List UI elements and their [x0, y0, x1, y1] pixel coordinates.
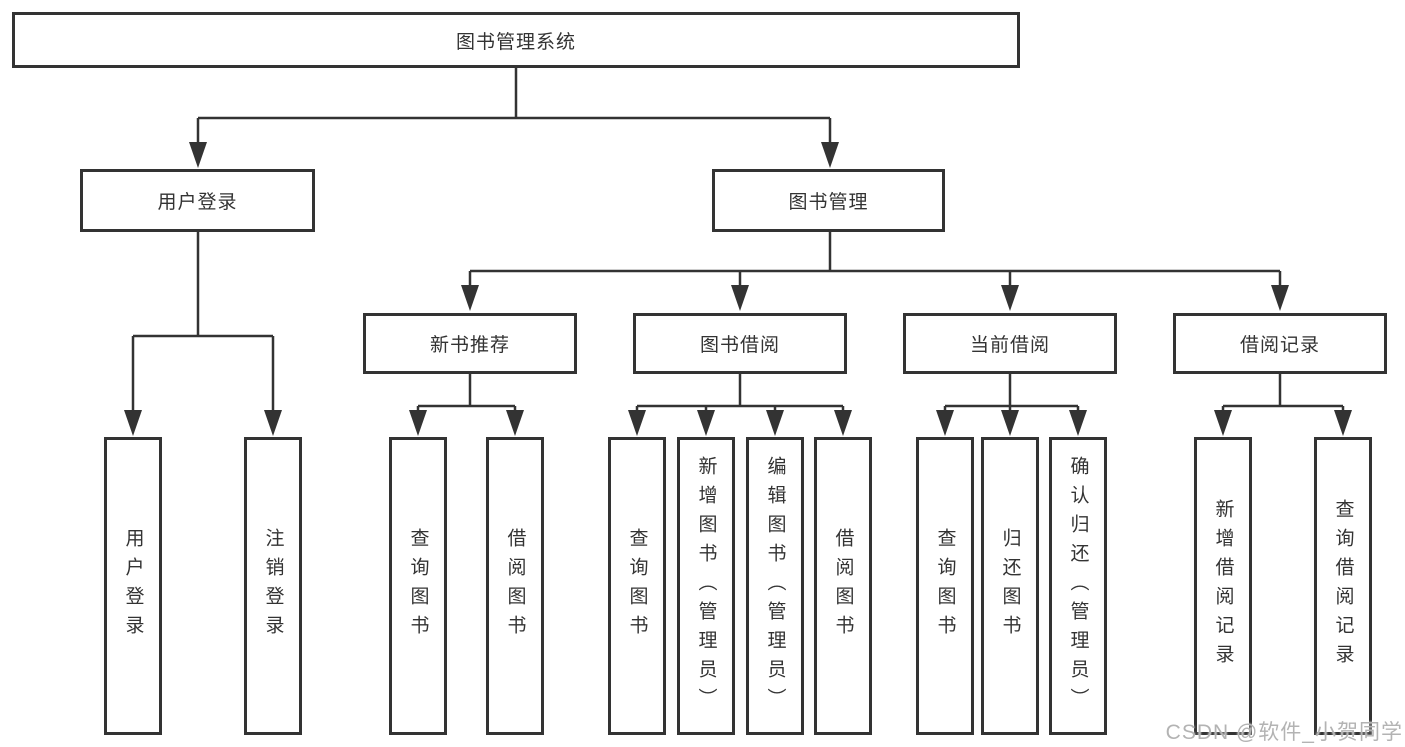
- node-leaf-query-books-recommend-label: 查询图书: [407, 528, 429, 644]
- node-leaf-add-borrow-record-label: 新增借阅记录: [1212, 499, 1234, 673]
- node-new-book-recommendation: 新书推荐: [363, 313, 577, 374]
- node-leaf-return-books: 归还图书: [981, 437, 1039, 735]
- node-leaf-user-login: 用户登录: [104, 437, 162, 735]
- node-leaf-borrow-books-recommend: 借阅图书: [486, 437, 544, 735]
- node-leaf-confirm-return-admin: 确认归还（管理员）: [1049, 437, 1107, 735]
- node-leaf-logout-label: 注销登录: [262, 528, 284, 644]
- node-leaf-edit-books-admin: 编辑图书（管理员）: [746, 437, 804, 735]
- node-borrowing-records: 借阅记录: [1173, 313, 1387, 374]
- node-leaf-query-books-current: 查询图书: [916, 437, 974, 735]
- node-current-borrowing-label: 当前借阅: [969, 335, 1050, 356]
- node-leaf-borrow-books-borrow-label: 借阅图书: [832, 528, 854, 644]
- node-leaf-query-books-recommend: 查询图书: [389, 437, 447, 735]
- node-user-login-label: 用户登录: [157, 192, 238, 213]
- node-borrowing-records-label: 借阅记录: [1239, 335, 1320, 356]
- node-leaf-edit-books-admin-label: 编辑图书（管理员）: [764, 455, 786, 717]
- node-leaf-query-borrow-record: 查询借阅记录: [1314, 437, 1372, 735]
- node-book-borrowing: 图书借阅: [633, 313, 847, 374]
- node-leaf-borrow-books-borrow: 借阅图书: [814, 437, 872, 735]
- node-leaf-logout: 注销登录: [244, 437, 302, 735]
- node-library-management-system: 图书管理系统: [12, 12, 1020, 68]
- node-leaf-query-books-borrow-label: 查询图书: [626, 528, 648, 644]
- node-leaf-return-books-label: 归还图书: [999, 528, 1021, 644]
- node-book-management: 图书管理: [712, 169, 945, 232]
- node-leaf-confirm-return-admin-label: 确认归还（管理员）: [1067, 455, 1089, 717]
- node-new-book-recommendation-label: 新书推荐: [429, 335, 510, 356]
- node-leaf-borrow-books-recommend-label: 借阅图书: [504, 528, 526, 644]
- node-leaf-query-borrow-record-label: 查询借阅记录: [1332, 499, 1354, 673]
- node-book-management-label: 图书管理: [788, 192, 869, 213]
- node-leaf-add-books-admin-label: 新增图书（管理员）: [695, 455, 717, 717]
- node-leaf-query-books-current-label: 查询图书: [934, 528, 956, 644]
- node-leaf-user-login-label: 用户登录: [122, 528, 144, 644]
- node-leaf-add-books-admin: 新增图书（管理员）: [677, 437, 735, 735]
- node-leaf-query-books-borrow: 查询图书: [608, 437, 666, 735]
- node-user-login: 用户登录: [80, 169, 315, 232]
- node-library-management-system-label: 图书管理系统: [455, 31, 576, 53]
- csdn-watermark: CSDN @软件_小贺同学: [1165, 721, 1403, 744]
- node-book-borrowing-label: 图书借阅: [699, 335, 780, 356]
- node-current-borrowing: 当前借阅: [903, 313, 1117, 374]
- node-leaf-add-borrow-record: 新增借阅记录: [1194, 437, 1252, 735]
